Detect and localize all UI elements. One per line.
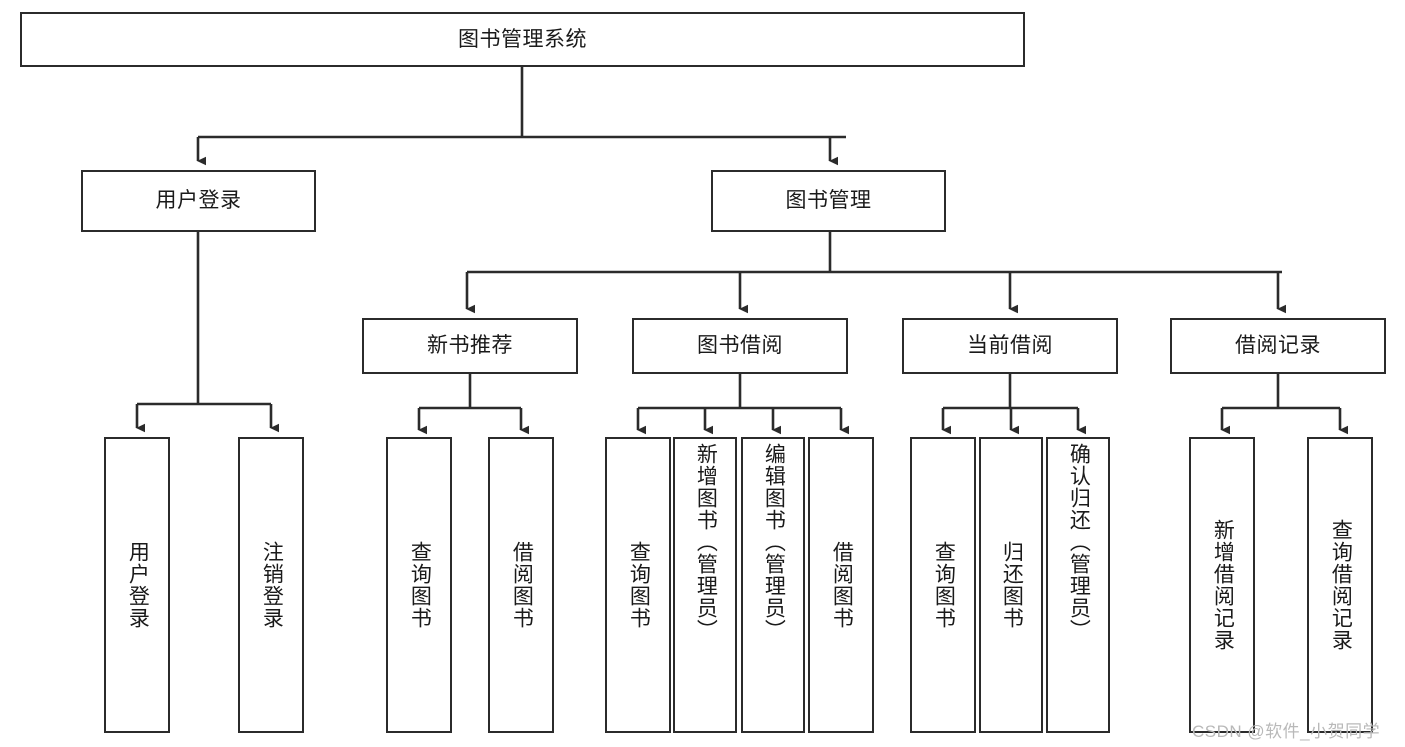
node-root-system-label: 图书管理系统 <box>458 27 587 51</box>
node-book-borrow-label: 图书借阅 <box>697 334 783 358</box>
node-current-borrow-label: 当前借阅 <box>967 334 1053 358</box>
leaf-borrow-record-query-label: 查询借阅记录 <box>1329 519 1353 651</box>
leaf-new-book-borrow-label: 借阅图书 <box>510 541 534 629</box>
leaf-user-login-logout-label: 注销登录 <box>260 541 284 629</box>
leaf-current-borrow-return[interactable]: 归还图书 <box>979 437 1043 733</box>
node-book-borrow[interactable]: 图书借阅 <box>632 318 848 374</box>
leaf-user-login-logout[interactable]: 注销登录 <box>238 437 304 733</box>
leaf-new-book-query-label: 查询图书 <box>408 541 432 629</box>
leaf-new-book-query[interactable]: 查询图书 <box>386 437 452 733</box>
leaf-current-borrow-return-label: 归还图书 <box>1000 541 1024 629</box>
leaf-user-login-login[interactable]: 用户登录 <box>104 437 170 733</box>
node-current-borrow[interactable]: 当前借阅 <box>902 318 1118 374</box>
node-user-login-label: 用户登录 <box>155 189 242 213</box>
leaf-book-borrow-add[interactable]: 新增图书（管理员） <box>673 437 737 733</box>
leaf-new-book-borrow[interactable]: 借阅图书 <box>488 437 554 733</box>
node-user-login[interactable]: 用户登录 <box>81 170 316 232</box>
node-borrow-record[interactable]: 借阅记录 <box>1170 318 1386 374</box>
leaf-current-borrow-query[interactable]: 查询图书 <box>910 437 976 733</box>
node-book-manage-label: 图书管理 <box>785 189 872 213</box>
leaf-borrow-record-query[interactable]: 查询借阅记录 <box>1307 437 1373 733</box>
leaf-user-login-login-label: 用户登录 <box>126 541 150 629</box>
leaf-book-borrow-query[interactable]: 查询图书 <box>605 437 671 733</box>
leaf-book-borrow-edit[interactable]: 编辑图书（管理员） <box>741 437 805 733</box>
leaf-book-borrow-edit-label: 编辑图书（管理员） <box>762 443 786 641</box>
leaf-current-borrow-query-label: 查询图书 <box>932 541 956 629</box>
leaf-current-borrow-confirm[interactable]: 确认归还（管理员） <box>1046 437 1110 733</box>
leaf-book-borrow-borrow[interactable]: 借阅图书 <box>808 437 874 733</box>
csdn-watermark: CSDN @软件_小贺同学 <box>1192 722 1381 741</box>
leaf-book-borrow-borrow-label: 借阅图书 <box>830 541 854 629</box>
node-new-book-recommend[interactable]: 新书推荐 <box>362 318 578 374</box>
node-new-book-recommend-label: 新书推荐 <box>427 334 513 358</box>
leaf-borrow-record-add[interactable]: 新增借阅记录 <box>1189 437 1255 733</box>
node-book-manage[interactable]: 图书管理 <box>711 170 946 232</box>
node-root-system[interactable]: 图书管理系统 <box>20 12 1025 67</box>
leaf-book-borrow-add-label: 新增图书（管理员） <box>694 443 718 641</box>
leaf-book-borrow-query-label: 查询图书 <box>627 541 651 629</box>
leaf-borrow-record-add-label: 新增借阅记录 <box>1211 519 1235 651</box>
node-borrow-record-label: 借阅记录 <box>1235 334 1321 358</box>
leaf-current-borrow-confirm-label: 确认归还（管理员） <box>1067 443 1091 641</box>
